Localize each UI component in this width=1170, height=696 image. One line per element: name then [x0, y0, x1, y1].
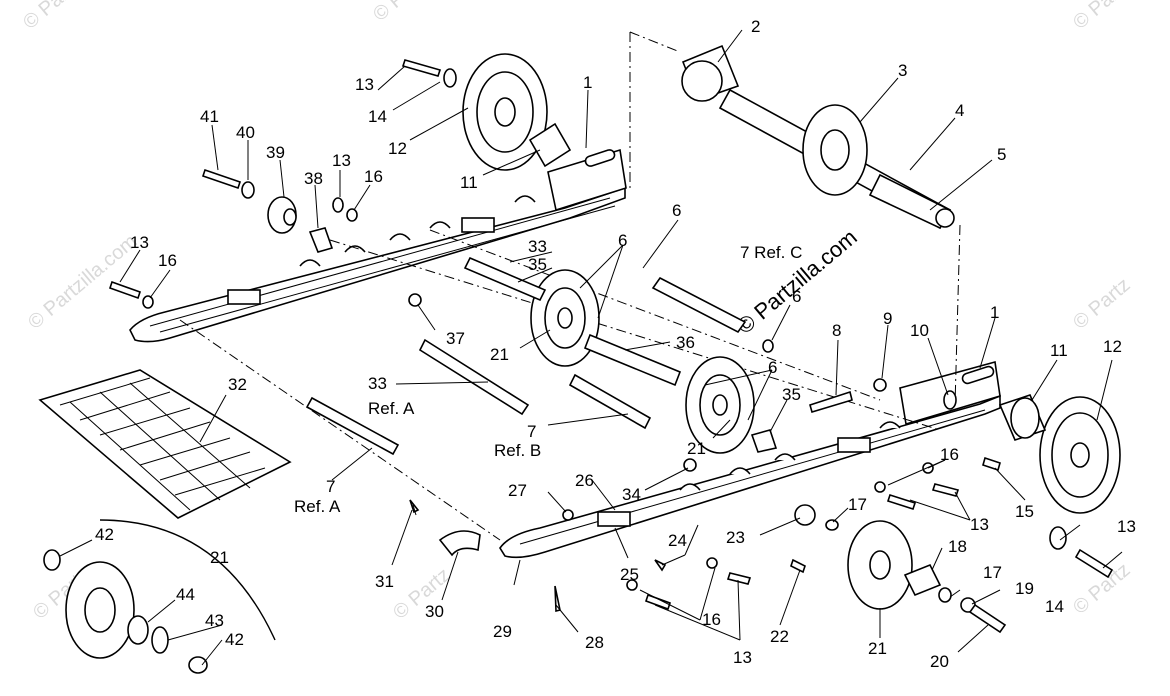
callout-13: 13	[1117, 517, 1136, 536]
callout-20: 20	[930, 652, 949, 671]
callout-17: 17	[848, 495, 867, 514]
callout-33: 33	[528, 237, 547, 256]
callout-25: 25	[620, 565, 639, 584]
callout-24: 24	[668, 531, 687, 550]
callout-6: 6	[618, 231, 627, 250]
callout-41: 41	[200, 107, 219, 126]
callout-11: 11	[1050, 341, 1068, 360]
rear-axle-assembly	[681, 44, 955, 230]
callout-13: 13	[733, 648, 752, 667]
callout-30: 30	[425, 602, 444, 621]
watermark: © Partzilla.com	[24, 230, 141, 333]
callout-6: 6	[672, 201, 681, 220]
watermark: © Partz	[389, 564, 454, 624]
leader-lines	[59, 29, 1123, 666]
callout-14: 14	[1045, 597, 1064, 616]
right-hardware	[683, 339, 1114, 579]
callout-7-ref-c: 7 Ref. C	[740, 243, 802, 262]
callout-36: 36	[676, 333, 695, 352]
callout-21: 21	[868, 639, 887, 658]
callout-42: 42	[225, 630, 244, 649]
callout-16: 16	[364, 167, 383, 186]
callout-5: 5	[997, 145, 1006, 164]
callout-18: 18	[948, 537, 967, 556]
shafts	[305, 276, 747, 456]
callout-12: 12	[388, 139, 407, 158]
callout-16: 16	[702, 610, 721, 629]
callout-21: 21	[210, 548, 229, 567]
callout-28: 28	[585, 633, 604, 652]
callout-13: 13	[332, 151, 351, 170]
callout-15: 15	[1015, 502, 1034, 521]
callout-7: 7	[326, 477, 335, 496]
callout-22: 22	[770, 627, 789, 646]
callout-labels: 2 3 4 5 1 13 14 12 11 41 40 39 13 38 16 …	[95, 17, 1136, 671]
wheel-inset	[43, 519, 276, 674]
callout-1: 1	[990, 303, 999, 322]
callout-13: 13	[970, 515, 989, 534]
watermark-center: © Partzilla.com	[732, 224, 862, 338]
callout-31: 31	[375, 572, 394, 591]
callout-43: 43	[205, 611, 224, 630]
callout-37: 37	[446, 329, 465, 348]
callout-21: 21	[687, 439, 706, 458]
callout-35: 35	[528, 255, 547, 274]
bottom-hardware	[409, 499, 806, 613]
callout-39: 39	[266, 143, 285, 162]
callout-17: 17	[983, 563, 1002, 582]
watermark: © Partz	[19, 0, 84, 34]
callout-40: 40	[236, 123, 255, 142]
watermark: © Partz	[1069, 274, 1134, 334]
callout-19: 19	[1015, 579, 1034, 598]
callout-9: 9	[883, 309, 892, 328]
callout-26: 26	[575, 471, 594, 490]
callout-7: 7	[527, 422, 536, 441]
callout-16: 16	[158, 251, 177, 270]
callout-4: 4	[955, 101, 964, 120]
watermark: © Partz	[1069, 0, 1134, 34]
callout-16: 16	[940, 445, 959, 464]
callout-32: 32	[228, 375, 247, 394]
callout-42: 42	[95, 525, 114, 544]
middle-wheels	[463, 256, 755, 454]
track-clips-32	[38, 369, 292, 519]
callout-8: 8	[832, 321, 841, 340]
callout-33: 33	[368, 374, 387, 393]
left-rear-wheel	[401, 53, 572, 171]
callout-38: 38	[304, 169, 323, 188]
callout-7-ref-a: Ref. A	[294, 497, 341, 516]
callout-35: 35	[782, 385, 801, 404]
callout-23: 23	[726, 528, 745, 547]
callout-2: 2	[751, 17, 760, 36]
callout-3: 3	[898, 61, 907, 80]
callout-10: 10	[910, 321, 929, 340]
alignment-lines	[179, 31, 961, 541]
callout-13: 13	[130, 233, 149, 252]
callout-7-ref-b: Ref. B	[494, 441, 541, 460]
watermark: © Partz	[369, 0, 434, 26]
right-rear-wheel	[998, 394, 1121, 514]
callout-34: 34	[622, 485, 641, 504]
callout-1: 1	[583, 73, 592, 92]
callout-21: 21	[490, 345, 509, 364]
callout-6: 6	[768, 358, 777, 377]
callout-11: 11	[460, 173, 478, 192]
left-hardware	[108, 168, 422, 309]
callout-13: 13	[355, 75, 374, 94]
callout-29: 29	[493, 622, 512, 641]
callout-12: 12	[1103, 337, 1122, 356]
callout-14: 14	[368, 107, 387, 126]
callout-6: 6	[792, 287, 801, 306]
callout-33-ref-a: Ref. A	[368, 399, 415, 418]
callout-27: 27	[508, 481, 527, 500]
bottom-wheel	[847, 520, 1007, 634]
callout-44: 44	[176, 585, 195, 604]
